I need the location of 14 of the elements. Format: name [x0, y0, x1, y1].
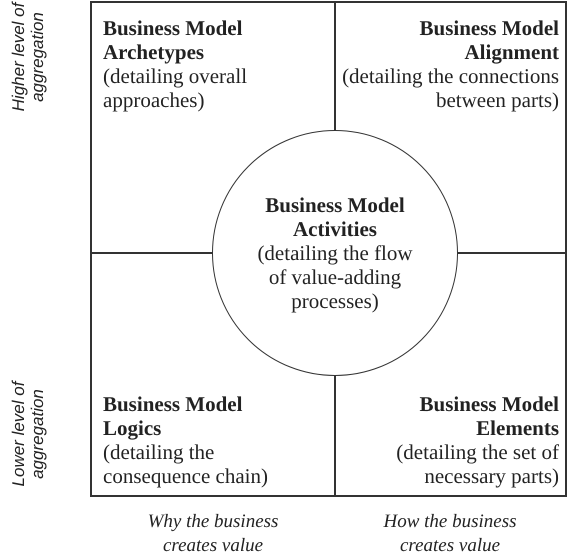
description: (detailing the connections between parts): [341, 64, 559, 112]
heading: Business Model Elements: [418, 392, 559, 440]
heading: Business Model Activities: [264, 193, 406, 241]
axis-label: Lower level of aggregation: [9, 379, 47, 488]
heading: Business Model Alignment: [418, 16, 559, 64]
column-label: Why the business creates value: [146, 510, 280, 558]
description: (detailing the consequence chain): [103, 440, 269, 488]
description: (detailing overall approaches): [103, 64, 248, 112]
heading: Business Model Archetypes: [103, 16, 244, 64]
description: (detailing the flow of value-adding processes): [257, 241, 413, 313]
axis-label: Higher level of aggregation: [9, 0, 47, 114]
heading: Business Model Logics: [103, 392, 244, 440]
description: (detailing the set of necessary parts): [395, 440, 559, 488]
column-label: How the business creates value: [382, 510, 518, 558]
